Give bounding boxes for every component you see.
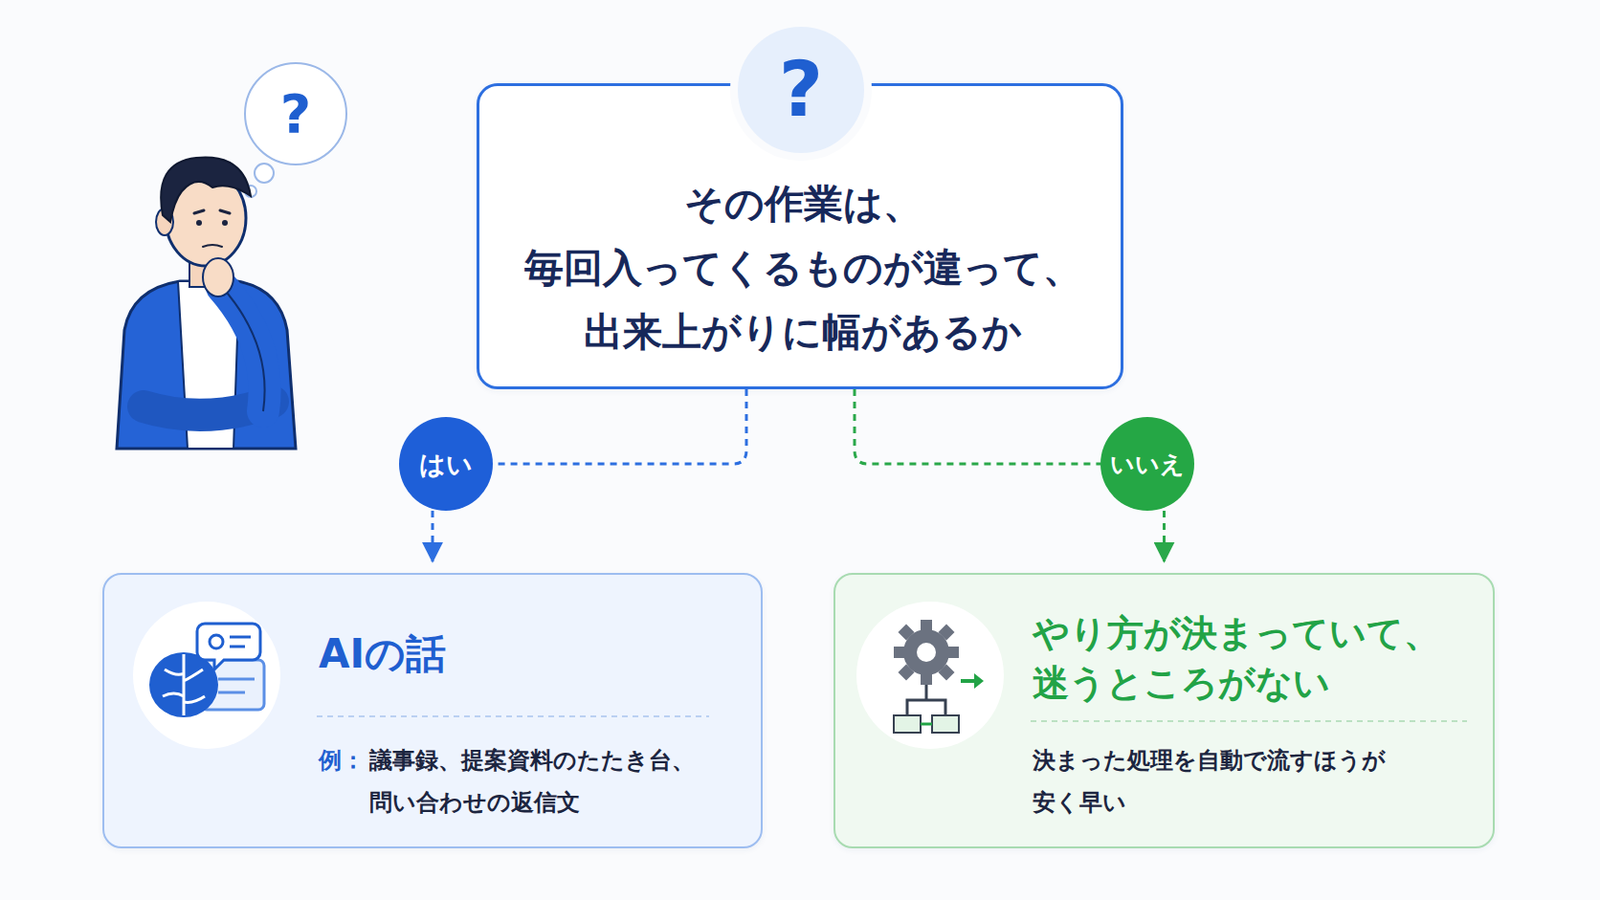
question-badge-outline — [733, 22, 868, 157]
example-label: 例： — [318, 739, 377, 782]
yes-result-box: AIの話例：議事録、提案資料のたたき台、 問い合わせの返信文 — [102, 573, 763, 849]
example-text: 議事録、提案資料のたたき台、 問い合わせの返信文 — [369, 739, 743, 824]
person-illustration-part — [222, 220, 228, 226]
result-text: 決まった処理を自動で流すほうが 安く早い — [1032, 739, 1435, 824]
question-mark: ? — [733, 22, 868, 157]
yes-circle-outline — [399, 417, 493, 512]
yes-label: はい — [399, 417, 493, 512]
dashed-connector — [431, 511, 435, 562]
person-illustration-part — [116, 281, 296, 449]
question-badge: ? — [733, 22, 868, 157]
no-label: いいえ — [1100, 417, 1195, 512]
no-circle-outline — [1100, 417, 1195, 512]
person-illustration-part — [143, 401, 273, 416]
person-illustration-part — [202, 258, 234, 297]
dashed-connector — [492, 389, 747, 465]
thought-trail-part — [254, 163, 274, 183]
person-illustration-part — [160, 157, 251, 223]
person-illustration-part — [194, 210, 230, 214]
person-illustration-part — [222, 287, 266, 412]
no-circle: いいえ — [1100, 417, 1195, 512]
person-illustration-part — [165, 170, 246, 267]
person-illustration-part — [196, 220, 202, 226]
dashed-connector — [1162, 511, 1166, 562]
person-illustration-part — [189, 250, 223, 288]
thought-bubble-outline — [244, 63, 347, 165]
person-illustration-part — [155, 208, 174, 236]
thought-trail — [244, 163, 274, 198]
person-illustration-part — [202, 244, 223, 247]
person-illustration-part — [177, 281, 240, 449]
decision-question: その作業は、 毎回入ってくるものが違って、 出来上がりに幅があるか — [515, 172, 1090, 365]
result-title: やり方が決まっていて、 迷うところがない — [1032, 608, 1473, 709]
thought-trail-part — [244, 185, 257, 198]
yes-circle: はい — [399, 417, 493, 512]
person-illustration — [116, 157, 296, 450]
thought-bubble: ? — [244, 63, 347, 165]
result-title: AIの話 — [318, 628, 721, 681]
person-illustration-part — [222, 287, 266, 412]
question-mark: ? — [244, 63, 347, 165]
no-result-box: やり方が決まっていて、 迷うところがない決まった処理を自動で流すほうが 安く早い — [833, 573, 1495, 849]
dashed-connector — [854, 389, 1101, 465]
